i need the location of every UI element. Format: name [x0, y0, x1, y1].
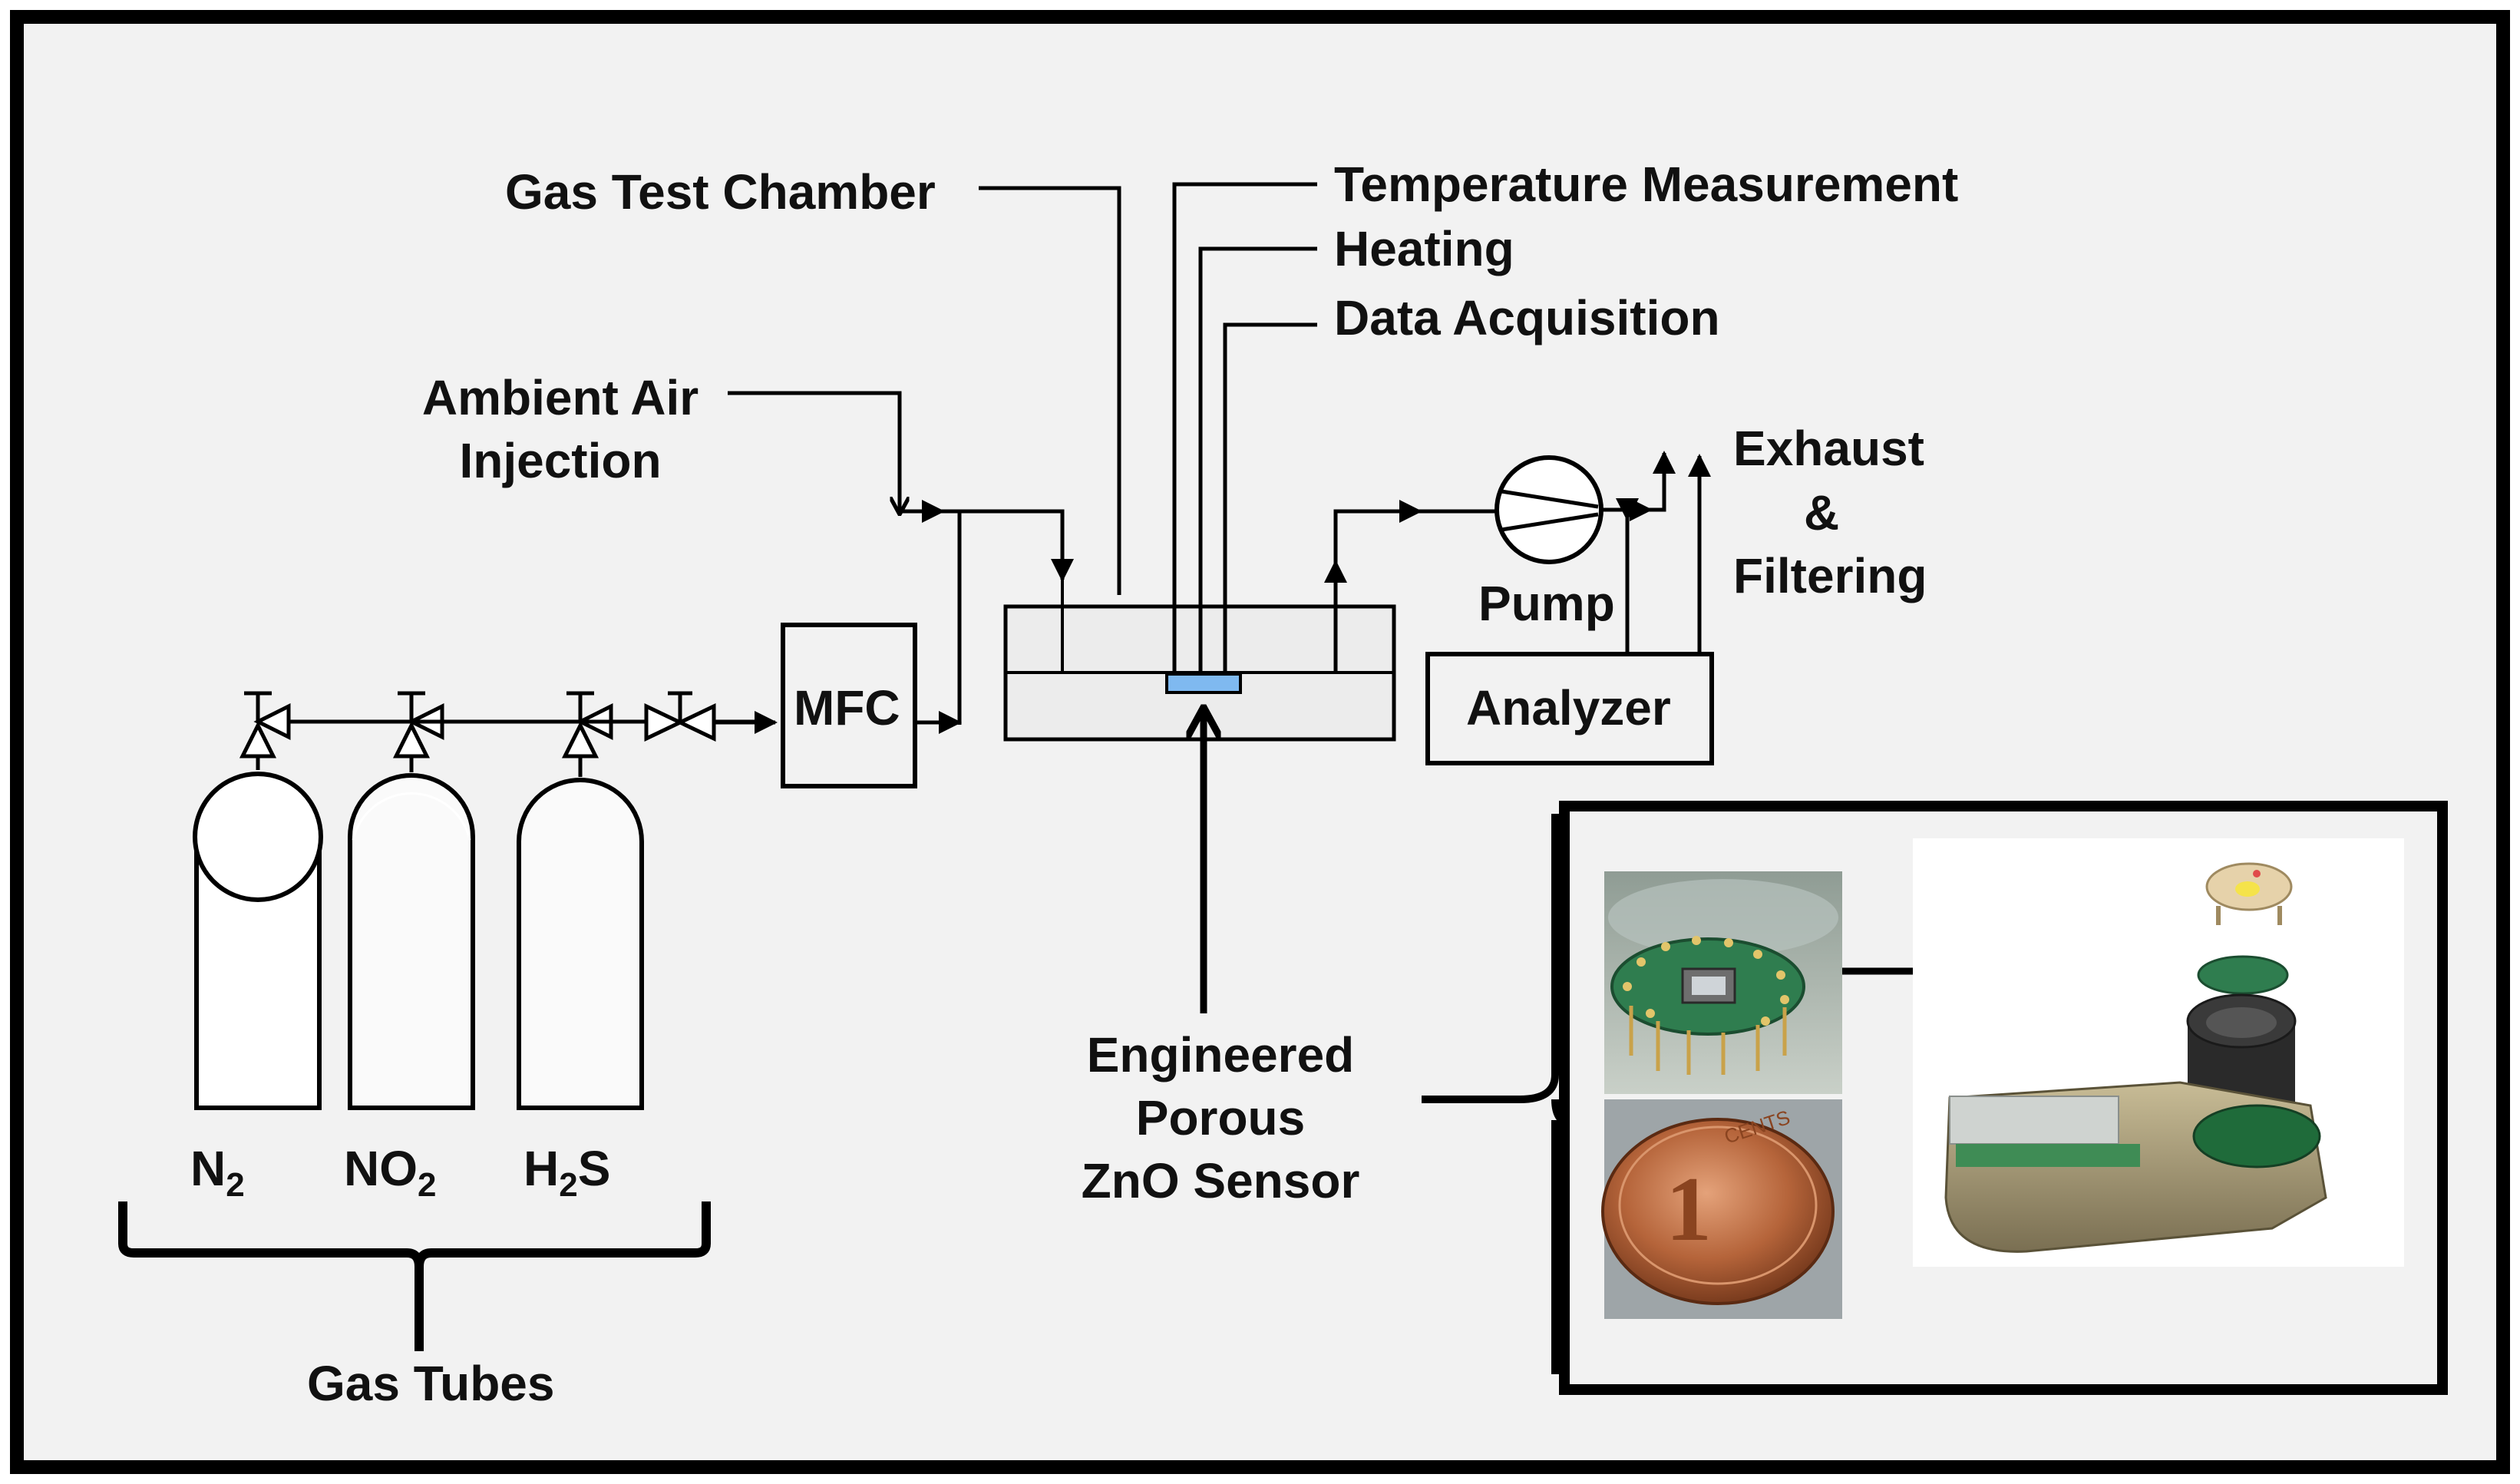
tube-h2s-post: S	[577, 1141, 611, 1196]
ambient-air-line	[728, 391, 900, 513]
tube-no2-base: NO	[344, 1141, 418, 1196]
gas-cylinder-h2s	[517, 778, 644, 1110]
label-heating: Heating	[1334, 221, 1514, 276]
label-data-acquisition: Data Acquisition	[1334, 290, 1720, 345]
label-sensor-line2: Porous	[1135, 1090, 1306, 1145]
label-analyzer: Analyzer	[1466, 680, 1671, 735]
chamber-leader	[979, 186, 1121, 595]
coin-numeral: 1	[1666, 1158, 1712, 1260]
label-filtering: Filtering	[1733, 548, 1927, 603]
pump-symbol	[1494, 455, 1603, 564]
analyzer-box	[1425, 652, 1714, 765]
render-sensor-module	[1913, 838, 2404, 1267]
gas-tubes-bracket	[118, 1201, 711, 1351]
sensor-chip	[1165, 673, 1242, 694]
label-temperature-measurement: Temperature Measurement	[1334, 157, 1959, 212]
mfc-box	[781, 623, 917, 788]
label-tube-no2: NO2	[344, 1144, 436, 1202]
gas-cylinder-n2	[193, 772, 323, 1110]
label-pump: Pump	[1478, 576, 1615, 631]
tube-no2-sub: 2	[418, 1165, 437, 1204]
label-exhaust: Exhaust	[1733, 421, 1924, 476]
label-ampersand: &	[1804, 485, 1840, 540]
label-tube-n2: N2	[190, 1144, 245, 1202]
tube-n2-base: N	[190, 1141, 226, 1196]
label-ambient-air-line1: Ambient Air	[421, 370, 699, 425]
gas-cylinder-no2	[348, 773, 475, 1110]
photo-sensor-board	[1604, 871, 1842, 1094]
label-gas-tubes: Gas Tubes	[307, 1356, 555, 1411]
label-injection: Injection	[399, 436, 722, 485]
heating-leader	[1198, 246, 1317, 673]
label-tube-h2s: H2S	[523, 1144, 610, 1202]
valve-n2	[239, 691, 291, 759]
tube-h2s-sub: 2	[559, 1165, 578, 1204]
data-acquisition-leader	[1223, 322, 1317, 673]
label-ambient-air-line2: Injection	[459, 433, 662, 488]
photo-coin: 1 CENTS	[1601, 1099, 1842, 1319]
label-sensor-line1: Engineered	[1086, 1027, 1355, 1082]
label-gas-test-chamber: Gas Test Chamber	[505, 164, 936, 220]
temperature-leader	[1172, 182, 1317, 673]
label-sensor-line3: ZnO Sensor	[1081, 1153, 1360, 1208]
tube-n2-sub: 2	[226, 1165, 245, 1204]
label-mfc: MFC	[794, 680, 900, 735]
label-ambient-air: Ambient Air	[399, 373, 722, 422]
tube-h2s-base: H	[523, 1141, 560, 1196]
